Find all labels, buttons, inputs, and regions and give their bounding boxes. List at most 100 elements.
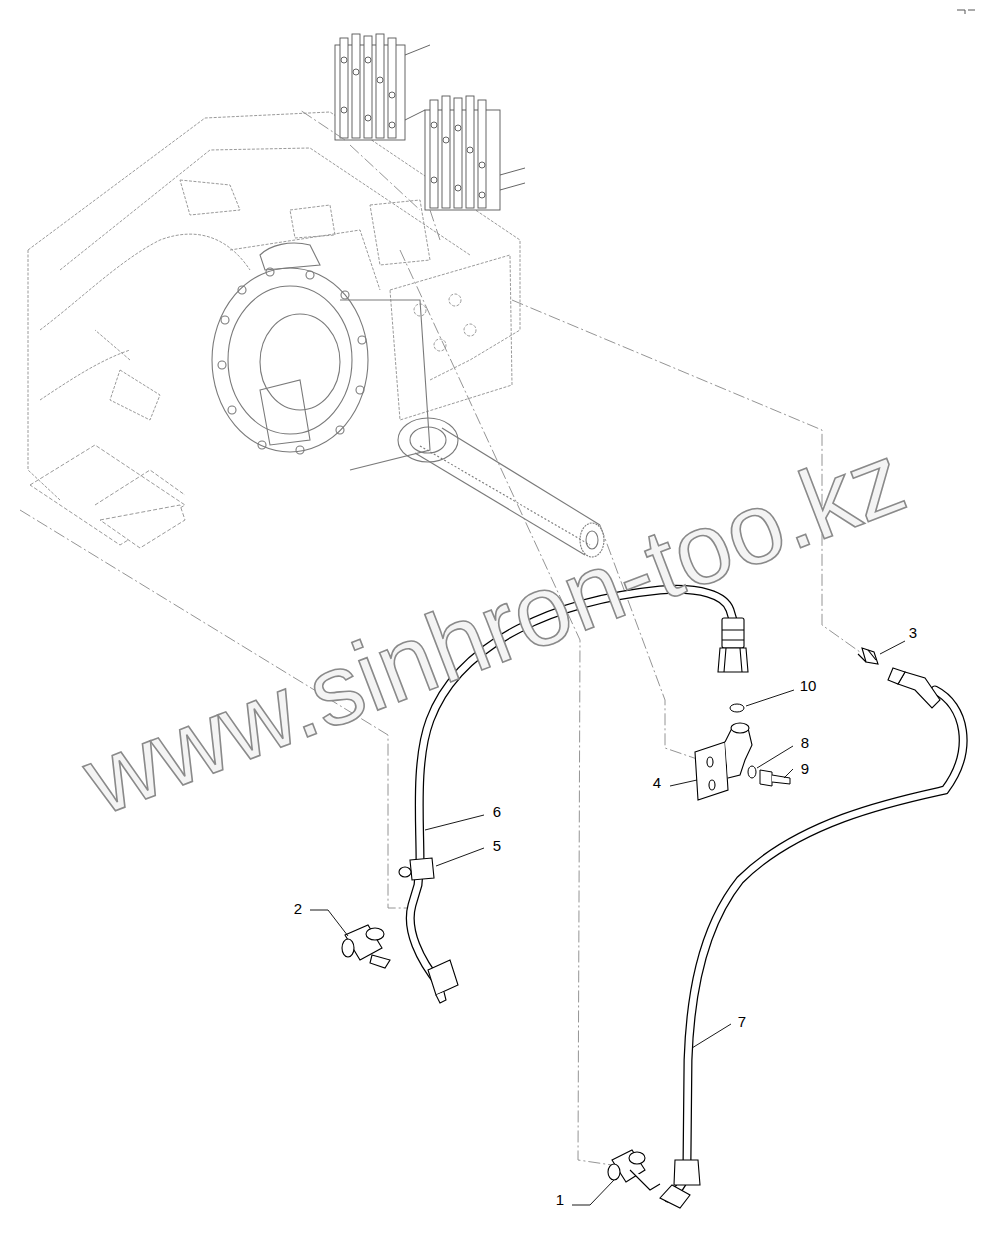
hose-clamp (410, 858, 434, 880)
axle-housing (228, 286, 352, 434)
pto-shaft (398, 418, 458, 462)
hose-fitting (724, 648, 742, 672)
platform-outline (95, 470, 185, 505)
control-valve (365, 57, 371, 63)
washer (748, 766, 756, 778)
control-valve (341, 107, 347, 113)
hose-fitting (436, 992, 446, 1003)
pto-shaft (410, 427, 446, 453)
hose (668, 690, 963, 1198)
control-valve (479, 192, 485, 198)
control-valve (454, 98, 462, 208)
leader-line (310, 910, 348, 936)
watermark: www.sinhron-too.kz (71, 426, 916, 830)
control-valve (365, 115, 371, 121)
callout-number: 2 (292, 900, 304, 917)
tractor-housing (95, 330, 130, 360)
hose-fitting (660, 1185, 690, 1208)
axle-housing (260, 314, 340, 410)
axle-housing (218, 361, 226, 369)
hose-fitting (428, 960, 458, 995)
washer (730, 704, 756, 778)
axle-housing (238, 286, 246, 294)
hose-fitting (722, 618, 744, 648)
axle-housing (212, 268, 368, 452)
control-valve (377, 77, 383, 83)
control-valve (431, 122, 437, 128)
leader-line (310, 641, 905, 1205)
tee-fitting (342, 939, 354, 957)
pto-shaft (420, 446, 590, 545)
bracket (707, 757, 713, 767)
leader-line (880, 641, 905, 654)
leader-line (670, 780, 697, 786)
pto-shaft (398, 418, 604, 557)
tee-fitting (370, 955, 390, 968)
callout-number: 7 (736, 1013, 748, 1030)
tee-fitting (342, 925, 390, 968)
tractor-housing (110, 370, 160, 420)
control-valve (467, 147, 473, 153)
tee-fitting (608, 1164, 620, 1180)
control-valve (442, 96, 450, 208)
pto-shaft (415, 453, 585, 555)
adapter-fitting (858, 648, 878, 664)
axle-housing (258, 441, 266, 449)
callout-number: 1 (554, 1191, 566, 1208)
bracket (695, 742, 728, 800)
tee-fitting (608, 1150, 660, 1190)
axle-housing (221, 316, 229, 324)
callout-number: 3 (907, 624, 919, 641)
callout-number: 9 (799, 760, 811, 777)
callout-number: 4 (651, 774, 663, 791)
corner-mark (957, 10, 975, 14)
axle-housing (340, 300, 430, 470)
adapter-fitting (858, 650, 876, 662)
hose-fitting (722, 630, 744, 640)
tractor-housing (230, 230, 380, 290)
callout-number: 5 (491, 837, 503, 854)
callout-number: 10 (798, 677, 819, 694)
bolt (760, 770, 790, 786)
axle-housing (296, 446, 304, 454)
control-valve (376, 34, 384, 138)
assembly-line (300, 110, 440, 240)
tractor-housing (464, 324, 476, 336)
hose-fitting (718, 648, 748, 672)
hose-clamp (399, 858, 434, 880)
callout-number: 8 (799, 734, 811, 751)
axle-housing (356, 386, 364, 394)
control-valve (364, 36, 372, 138)
pto-shaft (442, 428, 600, 525)
tractor-housing (40, 350, 130, 400)
control-valve (443, 137, 449, 143)
callout-number: 6 (491, 803, 503, 820)
platform-outline (30, 445, 185, 548)
platform-outline (100, 505, 185, 548)
hose-fitting (898, 672, 940, 708)
tractor-housing (180, 180, 240, 215)
tractor-housing (60, 148, 470, 270)
hose-fitting (660, 668, 940, 1208)
axle-housing (336, 426, 344, 434)
control-valve (389, 92, 395, 98)
control-valve (430, 100, 438, 208)
control-valve (389, 122, 395, 128)
leader-line (436, 848, 484, 866)
axle-housing (358, 336, 366, 344)
control-valve (352, 34, 360, 138)
leader-line (784, 769, 793, 778)
tee-fitting (629, 1152, 645, 1164)
tractor-housing (449, 294, 461, 306)
hose (668, 690, 963, 1198)
leader-line (425, 815, 484, 830)
tractor-housing (390, 255, 512, 420)
control-valve (455, 125, 461, 131)
control-valve (388, 38, 396, 138)
axle-housing (341, 291, 349, 299)
control-valve (431, 177, 437, 183)
control-valve (405, 45, 430, 120)
control-valve (466, 96, 474, 208)
hose-clamp (399, 867, 411, 877)
